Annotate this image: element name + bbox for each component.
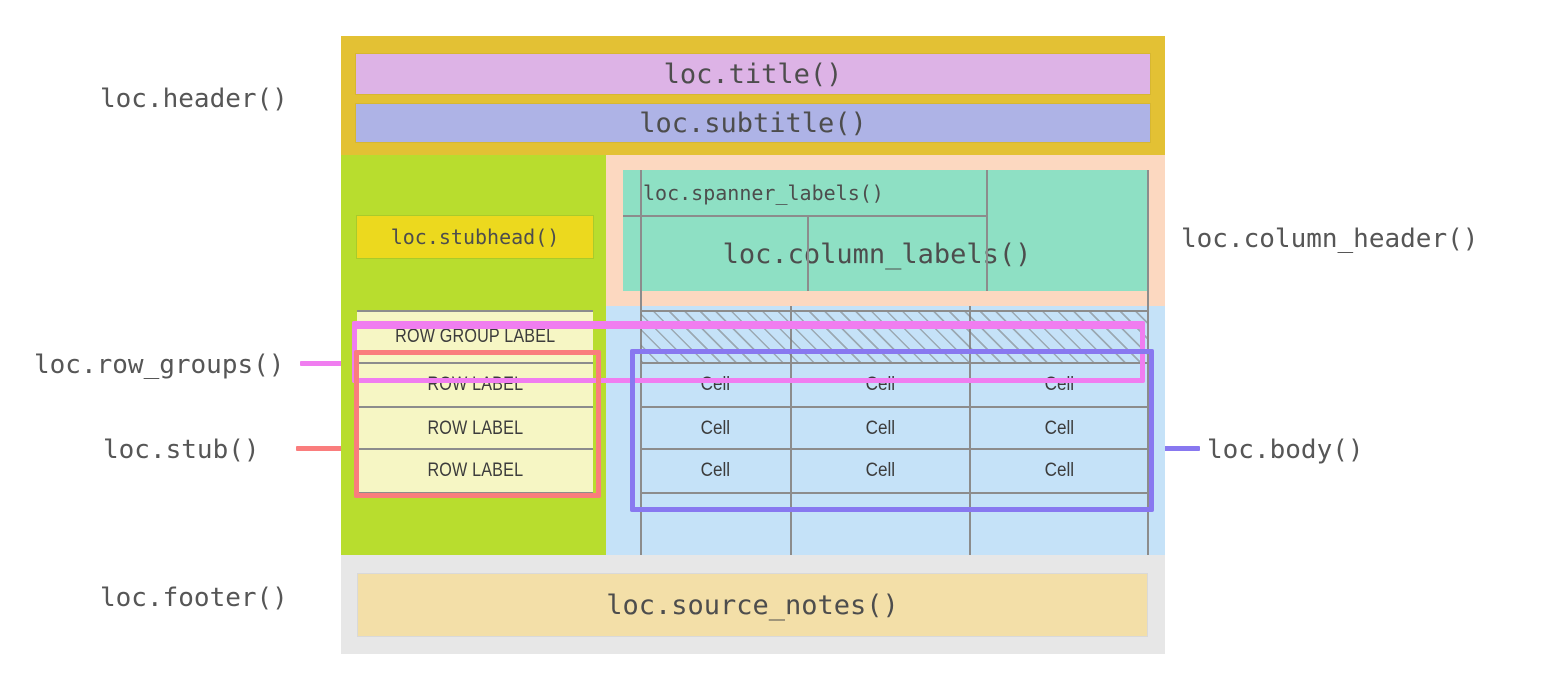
stub-hrule-top: [357, 310, 593, 312]
row-label-cell-1[interactable]: ROW LABEL: [357, 364, 593, 406]
connector-line-stub: [296, 446, 353, 451]
source-notes-location-box[interactable]: loc.source_notes(): [358, 574, 1147, 636]
spanner-labels-label: loc.spanner_labels(): [643, 180, 884, 205]
stub-hrule-1: [357, 362, 593, 364]
annotation-label-row-groups: loc.row_groups(): [34, 350, 284, 380]
annotation-text-row-groups: loc.row_groups(): [34, 350, 285, 380]
source-notes-location-label: loc.source_notes(): [606, 589, 899, 621]
data-cell-text: Cell: [865, 460, 896, 481]
column-labels-row[interactable]: loc.column_labels(): [623, 217, 1147, 291]
data-cell-r3c1[interactable]: Cell: [641, 450, 790, 492]
stubhead-location-box[interactable]: loc.stubhead(): [357, 216, 593, 258]
connector-line-row-groups: [300, 361, 353, 366]
body-hrule-1: [640, 362, 1149, 364]
column-labels-label: loc.column_labels(): [722, 238, 1032, 270]
annotation-text-stub: loc.stub(): [103, 435, 260, 465]
column-divider-1: [807, 217, 809, 291]
annotation-label-header: loc.header(): [100, 84, 288, 114]
stub-hrule-3: [357, 448, 593, 450]
row-group-label-text: ROW GROUP LABEL: [394, 326, 556, 347]
header-band: loc.title() loc.subtitle(): [341, 36, 1165, 155]
stub-hrule-2: [357, 406, 593, 408]
stubhead-location-label: loc.stubhead(): [390, 225, 560, 249]
annotation-label-body: loc.body(): [1207, 435, 1364, 465]
table-vrule-col1: [790, 306, 792, 561]
table-vrule-right: [1147, 170, 1149, 561]
subtitle-location-box[interactable]: loc.subtitle(): [356, 104, 1150, 142]
title-location-label: loc.title(): [663, 58, 843, 90]
column-header-location-box[interactable]: loc.spanner_labels() loc.column_labels(): [623, 170, 1147, 291]
annotation-text-column-header: loc.column_header(): [1181, 224, 1479, 254]
body-hrule-bottom: [640, 492, 1149, 494]
annotation-text-body: loc.body(): [1207, 435, 1364, 465]
row-label-text-2: ROW LABEL: [427, 418, 523, 439]
annotation-text-header: loc.header(): [100, 84, 288, 114]
annotation-label-column-header: loc.column_header(): [1181, 224, 1478, 254]
footer-band: loc.source_notes(): [341, 555, 1165, 654]
spanner-labels-row[interactable]: loc.spanner_labels(): [623, 170, 988, 217]
body-hrule-2: [640, 406, 1149, 408]
column-divider-2: [986, 217, 988, 291]
data-cell-r3c3[interactable]: Cell: [971, 450, 1147, 492]
stub-highlight-outline: [354, 350, 601, 498]
data-cell-text: Cell: [1044, 460, 1074, 481]
body-highlight-outline: [630, 349, 1154, 512]
row-label-cell-3[interactable]: ROW LABEL: [357, 450, 593, 492]
data-cell-r2c2[interactable]: Cell: [792, 408, 969, 450]
row-label-cell-2[interactable]: ROW LABEL: [357, 408, 593, 450]
data-cell-r2c1[interactable]: Cell: [641, 408, 790, 450]
subtitle-location-label: loc.subtitle(): [639, 107, 867, 139]
annotation-label-stub: loc.stub(): [103, 435, 260, 465]
title-location-box[interactable]: loc.title(): [356, 54, 1150, 94]
annotation-label-footer: loc.footer(): [100, 583, 288, 613]
table-locations-figure: loc.title() loc.subtitle() loc.stubhead(…: [341, 36, 1165, 654]
stubhead-band: loc.stubhead(): [341, 155, 606, 306]
data-cell-r2c3[interactable]: Cell: [971, 408, 1147, 450]
row-label-text-3: ROW LABEL: [427, 460, 523, 481]
table-vrule-col2: [969, 306, 971, 561]
column-header-band: loc.spanner_labels() loc.column_labels(): [606, 155, 1165, 306]
data-cell-text: Cell: [700, 460, 731, 481]
data-cell-text: Cell: [865, 418, 896, 439]
body-hrule-top: [640, 310, 1149, 312]
data-cell-text: Cell: [700, 418, 731, 439]
table-vrule-left: [640, 170, 642, 561]
row-groups-highlight-outline: [352, 324, 1145, 329]
body-hrule-3: [640, 448, 1149, 450]
annotation-text-footer: loc.footer(): [100, 583, 288, 613]
data-cell-text: Cell: [1044, 418, 1074, 439]
connector-line-body: [1143, 446, 1200, 451]
data-cell-r3c2[interactable]: Cell: [792, 450, 969, 492]
